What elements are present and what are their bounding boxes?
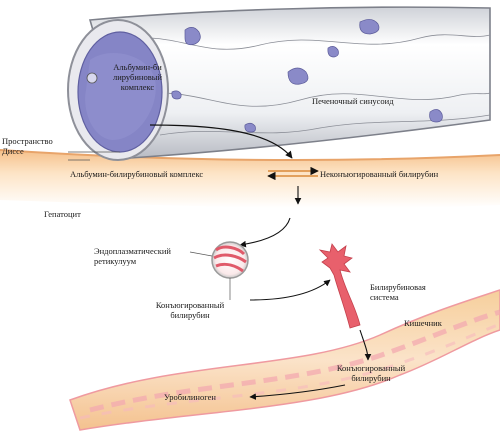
label-albumin-complex-bottom: Альбумин-билирубиновый комплекс [70, 169, 204, 179]
cell-blob-7 [171, 90, 182, 100]
bile-duct [318, 243, 361, 329]
urobilinogen-arrow [249, 384, 346, 400]
cell-blob-2 [287, 67, 309, 85]
label-biliary-system: Билирубиновая система [370, 282, 426, 302]
bile-transport-arrow [249, 279, 331, 301]
label-intestine: Кишечник [404, 318, 442, 328]
cell-blob-4 [359, 19, 380, 35]
cell-blob-3 [327, 46, 339, 58]
uptake-arrow [149, 124, 293, 159]
label-urobilinogen: Уробилиноген [164, 392, 216, 402]
hepatocyte-layer [0, 150, 500, 208]
label-sinusoid: Печеночный синусоид [312, 96, 394, 106]
label-conjugated-1: Конъюгированный билирубин [155, 300, 225, 320]
label-endoplasmic-reticulum: Эндоплазматический ретикулуум [94, 246, 171, 266]
label-unconjugated: Неконъюгированный билирубин [320, 169, 439, 179]
label-disse-space: Пространство Диссе [2, 136, 53, 156]
label-albumin-complex-top: Альбумин-би лирубиновый комплекс [112, 62, 162, 92]
cell-blob-6 [244, 122, 256, 133]
cell-blob-1 [184, 27, 201, 46]
er-arrow [239, 217, 291, 248]
albumin-marker [86, 72, 98, 84]
intestine [69, 289, 500, 431]
cell-blob-5 [429, 109, 443, 123]
label-hepatocyte: Гепатоцит [44, 209, 81, 219]
label-conjugated-2: Конъюгированный билирубин [336, 363, 406, 383]
